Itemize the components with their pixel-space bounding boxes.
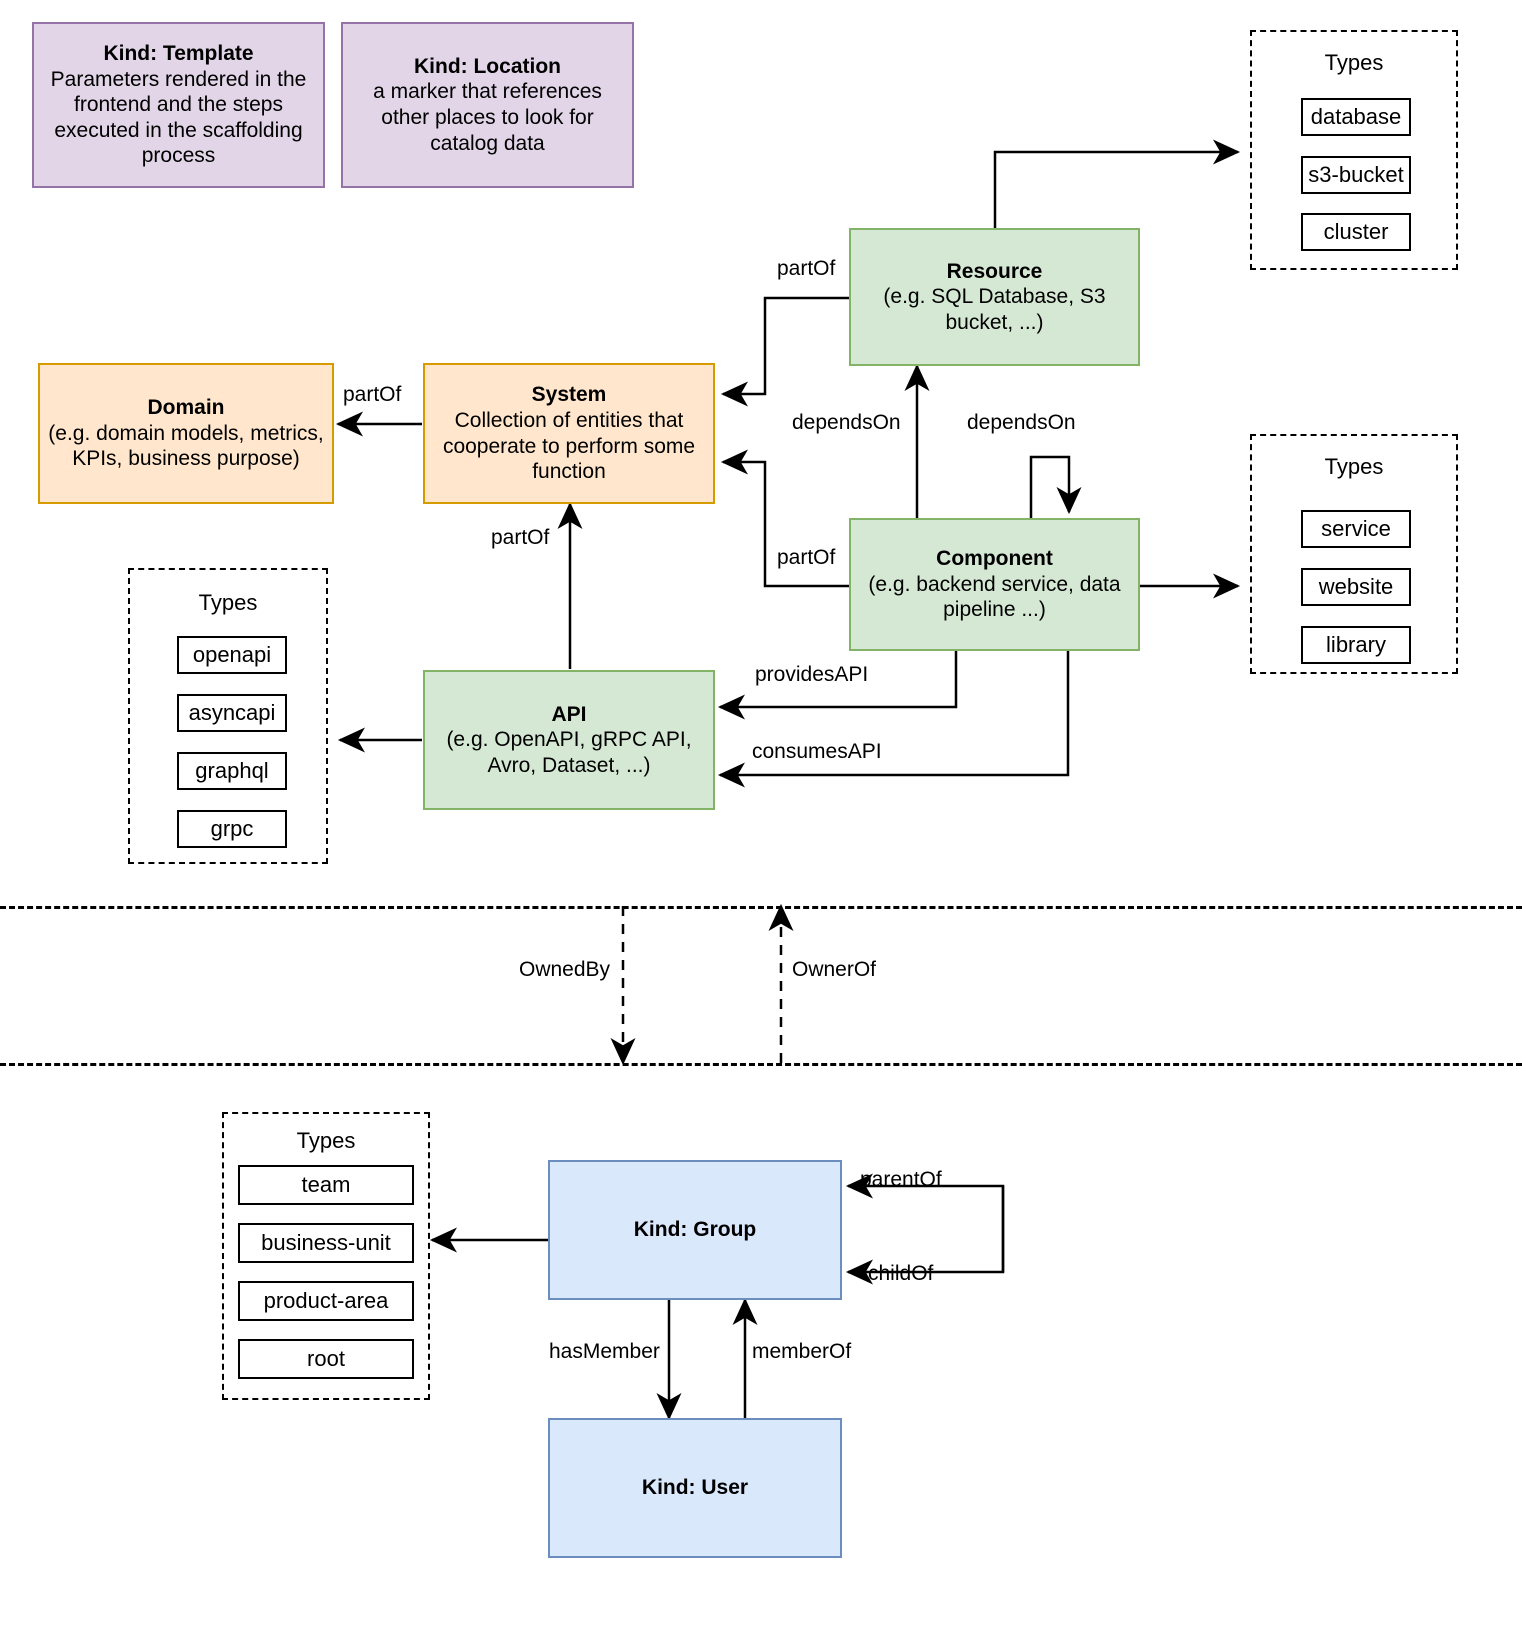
edge-label-user-memberof: memberOf <box>752 1340 852 1363</box>
edge-label-group-hasmember: hasMember <box>549 1340 660 1363</box>
node-title: Kind: Location <box>414 54 561 78</box>
node-description: Collection of entities that cooperate to… <box>442 408 696 484</box>
types-group-api: Types openapi asyncapi graphql grpc <box>128 568 328 864</box>
swimlane-divider-top <box>0 906 1522 909</box>
edge-resource-partof-system <box>720 296 849 407</box>
node-resource[interactable]: Resource (e.g. SQL Database, S3 bucket, … <box>849 228 1140 366</box>
node-title: Component <box>936 547 1053 571</box>
edge-label-ownerof: OwnerOf <box>792 958 877 981</box>
node-title: Resource <box>946 259 1043 283</box>
types-group-label: Types <box>1324 454 1384 479</box>
types-group-label: Types <box>1324 50 1384 75</box>
type-chip-cluster[interactable]: cluster <box>1301 213 1411 251</box>
node-system[interactable]: System Collection of entities that coope… <box>423 363 715 504</box>
type-chip-asyncapi[interactable]: asyncapi <box>177 694 287 732</box>
edge-label-api-partof-system: partOf <box>491 526 550 549</box>
type-chip-s3-bucket[interactable]: s3-bucket <box>1301 156 1411 194</box>
type-chip-root[interactable]: root <box>238 1339 414 1379</box>
type-chip-graphql[interactable]: graphql <box>177 752 287 790</box>
type-chip-grpc[interactable]: grpc <box>177 810 287 848</box>
node-description: (e.g. domain models, metrics, KPIs, busi… <box>48 421 324 471</box>
types-group-group: Types team business-unit product-area ro… <box>222 1112 430 1400</box>
type-chip-product-area[interactable]: product-area <box>238 1281 414 1321</box>
edge-label-component-partof-system: partOf <box>777 546 836 569</box>
edge-label-ownedby: OwnedBy <box>519 958 611 981</box>
types-group-label: Types <box>296 1128 356 1153</box>
node-description: Parameters rendered in the frontend and … <box>50 67 307 168</box>
node-domain[interactable]: Domain (e.g. domain models, metrics, KPI… <box>38 363 334 504</box>
node-api[interactable]: API (e.g. OpenAPI, gRPC API, Avro, Datas… <box>423 670 715 810</box>
edge-group-parentof <box>845 1173 1005 1272</box>
types-group-resource: Types database s3-bucket cluster <box>1250 30 1458 270</box>
edge-group-childof <box>845 1186 1005 1285</box>
edge-resource-to-types <box>993 139 1241 235</box>
edge-label-group-childof: childOf <box>868 1262 934 1285</box>
types-group-label: Types <box>198 590 258 615</box>
type-chip-openapi[interactable]: openapi <box>177 636 287 674</box>
node-kind-user[interactable]: Kind: User <box>548 1418 842 1558</box>
edge-label-group-parentof: parentOf <box>860 1168 942 1191</box>
node-title: Kind: Group <box>633 1218 757 1242</box>
node-title: System <box>531 383 607 407</box>
edge-label-component-consumesapi: consumesAPI <box>752 740 882 763</box>
edge-component-dependson-component <box>1029 455 1082 518</box>
type-chip-team[interactable]: team <box>238 1165 414 1205</box>
node-description: (e.g. SQL Database, S3 bucket, ...) <box>883 285 1106 334</box>
swimlane-divider-bottom <box>0 1063 1522 1066</box>
type-chip-database[interactable]: database <box>1301 98 1411 136</box>
type-chip-library[interactable]: library <box>1301 626 1411 664</box>
node-kind-location[interactable]: Kind: Location a marker that references … <box>341 22 634 188</box>
node-description: a marker that references other places to… <box>373 80 602 155</box>
types-group-component: Types service website library <box>1250 434 1458 674</box>
node-description: (e.g. OpenAPI, gRPC API, Avro, Dataset, … <box>446 728 692 777</box>
node-description: (e.g. backend service, data pipeline ...… <box>868 572 1121 622</box>
edge-label-component-dependson-component: dependsOn <box>967 411 1076 434</box>
node-title: Domain <box>147 396 225 420</box>
edge-label-system-partof-domain: partOf <box>343 383 402 406</box>
type-chip-business-unit[interactable]: business-unit <box>238 1223 414 1263</box>
node-title: API <box>551 702 587 726</box>
node-title: Kind: Template <box>103 41 254 65</box>
node-component[interactable]: Component (e.g. backend service, data pi… <box>849 518 1140 651</box>
type-chip-service[interactable]: service <box>1301 510 1411 548</box>
node-title: Kind: User <box>641 1476 749 1500</box>
node-kind-template[interactable]: Kind: Template Parameters rendered in th… <box>32 22 325 188</box>
node-kind-group[interactable]: Kind: Group <box>548 1160 842 1300</box>
edge-label-component-providesapi: providesAPI <box>755 663 869 686</box>
edge-label-resource-partof-system: partOf <box>777 257 836 280</box>
type-chip-website[interactable]: website <box>1301 568 1411 606</box>
edge-label-component-dependson-resource: dependsOn <box>792 411 901 434</box>
